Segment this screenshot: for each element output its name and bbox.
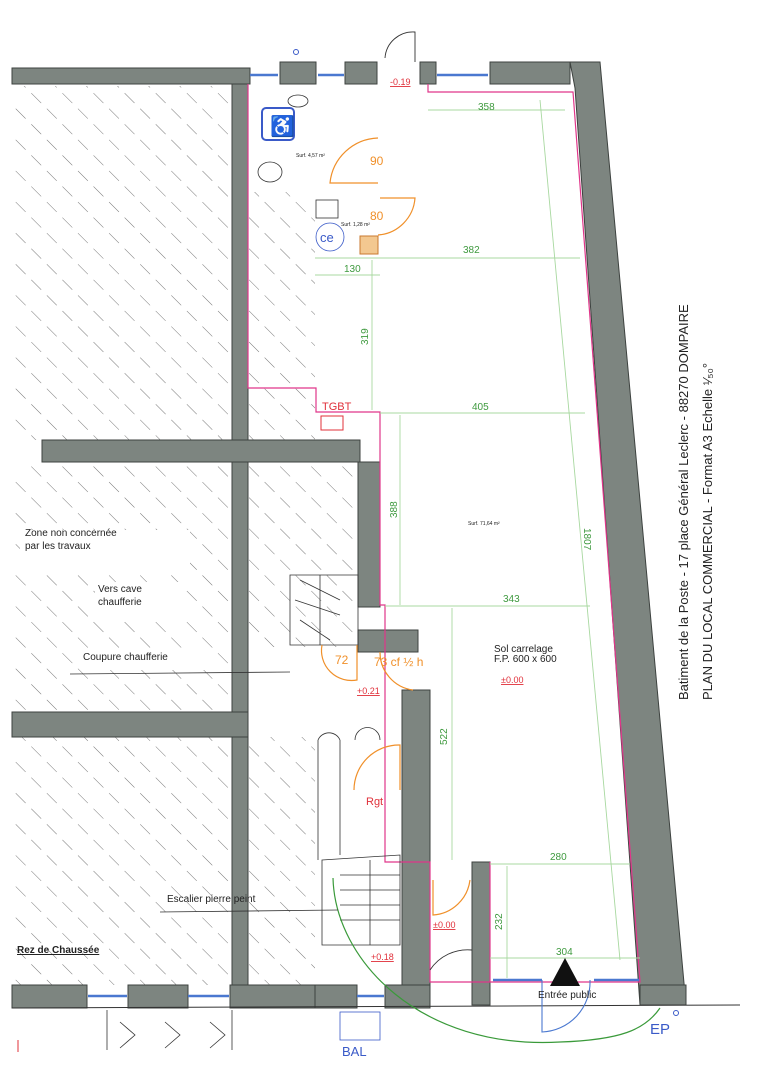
dim-388: 388 [389,501,400,518]
floor-label: Rez de Chaussée [17,945,100,956]
surface-shop: Surf. 71,64 m² [468,521,500,527]
level-entry: ±0.00 [433,920,455,930]
stairs [289,574,401,946]
dim-522: 522 [439,728,450,745]
surface-wc2: Surf. 1,28 m² [341,222,370,228]
zone-note-line1: Zone non concernée [25,528,117,539]
cave-note-line2: chaufferie [98,597,142,608]
door-73-label: 73 cf ½ h [374,655,423,669]
dim-358: 358 [478,102,495,113]
doors [320,31,591,1033]
bal-label: BAL [342,1044,367,1059]
door-72-label: 72 [335,653,349,667]
cave-note-line1: Vers cave [98,584,142,595]
hatched-zones [15,86,358,985]
ep-cable [332,877,661,1044]
dim-232: 232 [494,913,505,930]
dim-1807: 1807 [581,528,592,551]
floor-finish-line2: F.P. 600 x 600 [494,654,557,665]
floor-finish-line1: Sol carrelage [494,644,553,655]
entrance-label: Entrée public [538,990,596,1001]
tgbt-label: TGBT [322,401,352,413]
dim-130: 130 [344,264,361,275]
surface-wc-pmr: Surf. 4,57 m² [296,153,325,159]
door-80-label: 80 [370,209,384,223]
zone-note-line2: par les travaux [25,541,91,552]
title-line2: PLAN DU LOCAL COMMERCIAL - Format A3 Ech… [700,363,715,700]
ep-label: EP [650,1021,670,1038]
dim-405: 405 [472,402,489,413]
escalier-note: Escalier pierre peint [167,894,256,905]
windows [88,73,640,998]
ce-label: ce [320,230,334,245]
door-90-label: 90 [370,154,384,168]
dim-343: 343 [503,594,520,605]
entrance-arrow-icon [550,958,580,986]
level-stair: +0.18 [371,952,394,962]
level-top: -0.19 [390,77,411,87]
wheelchair-icon [261,107,295,141]
dim-382: 382 [463,245,480,256]
level-corridor: +0.21 [357,686,380,696]
walls [11,61,741,1009]
title-line1: Batiment de la Poste - 17 place Général … [676,304,691,700]
dim-304: 304 [556,947,573,958]
level-shop: ±0.00 [501,675,523,685]
wheelchair-glyph: ♿ [270,114,295,138]
wc-fixtures: ♿ ce [257,94,379,255]
dim-319: 319 [360,328,371,345]
rgt-label: Rgt [366,796,383,808]
commercial-outline [247,84,641,983]
dimension-lines [315,99,640,978]
dim-280: 280 [550,852,567,863]
coupure-note: Coupure chaufferie [83,652,168,663]
